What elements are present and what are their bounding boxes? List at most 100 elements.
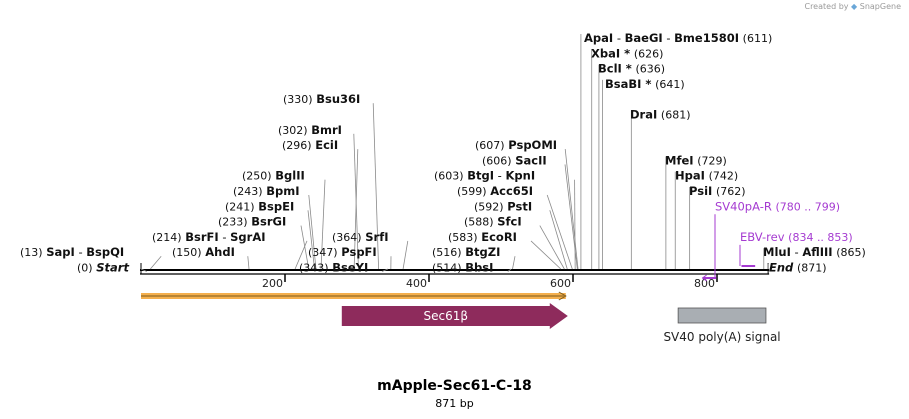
- restriction-site-label[interactable]: End (871): [769, 261, 827, 275]
- restriction-site-label[interactable]: (516) BtgZI: [432, 245, 500, 259]
- site-coordinate: (592): [474, 200, 504, 213]
- site-coordinate: (347): [308, 246, 338, 259]
- restriction-site-label[interactable]: HpaI (742): [675, 169, 738, 183]
- separator: -: [791, 245, 802, 259]
- site-coordinate: (865): [836, 246, 866, 259]
- site-coordinate: (214): [152, 231, 182, 244]
- enzyme-name: SacII: [515, 153, 546, 167]
- enzyme-name: AflIII: [802, 245, 832, 259]
- site-leader-line: [247, 256, 250, 270]
- site-coordinate: (330): [283, 93, 313, 106]
- site-coordinate: (514): [432, 262, 462, 275]
- polyA-feature-box[interactable]: [677, 307, 767, 324]
- restriction-site-label[interactable]: (0) Start: [77, 261, 129, 275]
- restriction-site-label[interactable]: (347) PspFI: [308, 245, 377, 259]
- enzyme-name: Bsu36I: [316, 92, 360, 106]
- site-coordinate: (583): [448, 231, 478, 244]
- site-coordinate: (742): [709, 170, 739, 183]
- site-leader-line: [546, 194, 573, 270]
- restriction-site-label[interactable]: MluI - AflIII (865): [763, 245, 866, 259]
- site-leader-line: [307, 210, 315, 270]
- restriction-site-label[interactable]: XbaI * (626): [591, 46, 663, 60]
- site-coordinate: (606): [482, 154, 512, 167]
- primer-label[interactable]: SV40pA-R (780 .. 799): [715, 199, 840, 213]
- site-coordinate: (611): [743, 32, 773, 45]
- site-coordinate: (233): [218, 216, 248, 229]
- enzyme-name: PstI: [507, 199, 532, 213]
- restriction-site-label[interactable]: (250) BglII: [242, 169, 305, 183]
- separator: -: [663, 31, 674, 45]
- sec61-feature-arrow[interactable]: [341, 303, 568, 329]
- enzyme-name: AhdI: [205, 245, 235, 259]
- enzyme-name: PspFI: [341, 245, 376, 259]
- restriction-site-label[interactable]: (603) BtgI - KpnI: [434, 169, 535, 183]
- sequence-title: mApple-Sec61-C-18: [377, 378, 532, 394]
- enzyme-name: BsrGI: [251, 215, 286, 229]
- restriction-site-label[interactable]: DraI (681): [630, 108, 691, 122]
- restriction-site-label[interactable]: (583) EcoRI: [448, 230, 517, 244]
- restriction-site-label[interactable]: (343) BseYI: [299, 261, 368, 275]
- enzyme-name: MfeI: [665, 153, 694, 167]
- scale-tick-label: 600: [550, 277, 571, 290]
- site-coordinate: (343): [299, 262, 329, 275]
- restriction-site-label[interactable]: MfeI (729): [665, 153, 727, 167]
- enzyme-name: HpaI: [675, 169, 705, 183]
- site-leader-line: [353, 133, 359, 270]
- restriction-site-label[interactable]: (607) PspOMI: [475, 138, 557, 152]
- separator: -: [75, 245, 86, 259]
- polyA-feature-label: SV40 poly(A) signal: [663, 330, 780, 344]
- restriction-site-label[interactable]: (150) AhdI: [172, 245, 235, 259]
- primer-name: SV40pA-R: [715, 199, 776, 213]
- enzyme-name: DraI: [630, 108, 657, 122]
- restriction-site-label[interactable]: (514) BbsI: [432, 261, 493, 275]
- site-coordinate: (296): [282, 139, 312, 152]
- site-leader-line: [300, 225, 310, 270]
- restriction-site-label[interactable]: (233) BsrGI: [218, 215, 286, 229]
- restriction-site-label[interactable]: (13) SapI - BspQI: [20, 245, 124, 259]
- restriction-site-label[interactable]: (241) BspEI: [225, 199, 294, 213]
- separator: -: [613, 31, 624, 45]
- enzyme-name: BpmI: [266, 184, 299, 198]
- restriction-site-label[interactable]: (592) PstI: [474, 199, 532, 213]
- restriction-site-label[interactable]: (302) BmrI: [278, 123, 342, 137]
- site-leader-line: [140, 268, 147, 272]
- site-coordinate: (599): [457, 185, 487, 198]
- primer-arrowhead: [701, 274, 707, 282]
- restriction-site-label[interactable]: (243) BpmI: [233, 184, 300, 198]
- enzyme-name: Bme1580I: [674, 31, 739, 45]
- site-leader-line: [320, 179, 326, 270]
- restriction-site-label[interactable]: (296) EciI: [282, 138, 338, 152]
- site-coordinate: (607): [475, 139, 505, 152]
- site-coordinate: (762): [716, 185, 746, 198]
- sec61-feature-label: Sec61β: [424, 309, 469, 323]
- enzyme-name: BclI *: [598, 62, 632, 76]
- site-leader-line: [294, 240, 308, 270]
- site-coordinate: (302): [278, 124, 308, 137]
- restriction-site-label[interactable]: (606) SacII: [482, 153, 547, 167]
- enzyme-name: XbaI *: [591, 46, 630, 60]
- enzyme-name: SrfI: [365, 230, 388, 244]
- enzyme-name: BaeGI: [625, 31, 663, 45]
- restriction-site-label[interactable]: (214) BsrFI - SgrAI: [152, 230, 266, 244]
- site-leader-line: [402, 240, 409, 270]
- restriction-site-label[interactable]: (588) SfcI: [464, 215, 522, 229]
- enzyme-name: BsaBI *: [605, 77, 651, 91]
- enzyme-name: Start: [96, 261, 129, 275]
- separator: -: [494, 169, 505, 183]
- restriction-site-label[interactable]: (364) SrfI: [332, 230, 389, 244]
- restriction-site-label[interactable]: (330) Bsu36I: [283, 92, 360, 106]
- restriction-site-label[interactable]: BsaBI * (641): [605, 77, 685, 91]
- enzyme-name: PsiI: [689, 184, 712, 198]
- site-leader-line: [564, 164, 578, 270]
- restriction-site-label[interactable]: (599) Acc65I: [457, 184, 533, 198]
- site-coordinate: (871): [797, 262, 827, 275]
- primer-label[interactable]: EBV-rev (834 .. 853): [740, 230, 853, 244]
- site-leader-line: [574, 179, 576, 270]
- credit-prefix: Created by: [804, 2, 849, 11]
- restriction-site-label[interactable]: BclI * (636): [598, 62, 665, 76]
- restriction-site-label[interactable]: ApaI - BaeGI - Bme1580I (611): [584, 31, 772, 45]
- site-coordinate: (516): [432, 246, 462, 259]
- restriction-site-label[interactable]: PsiI (762): [689, 184, 746, 198]
- enzyme-name: SfcI: [497, 215, 521, 229]
